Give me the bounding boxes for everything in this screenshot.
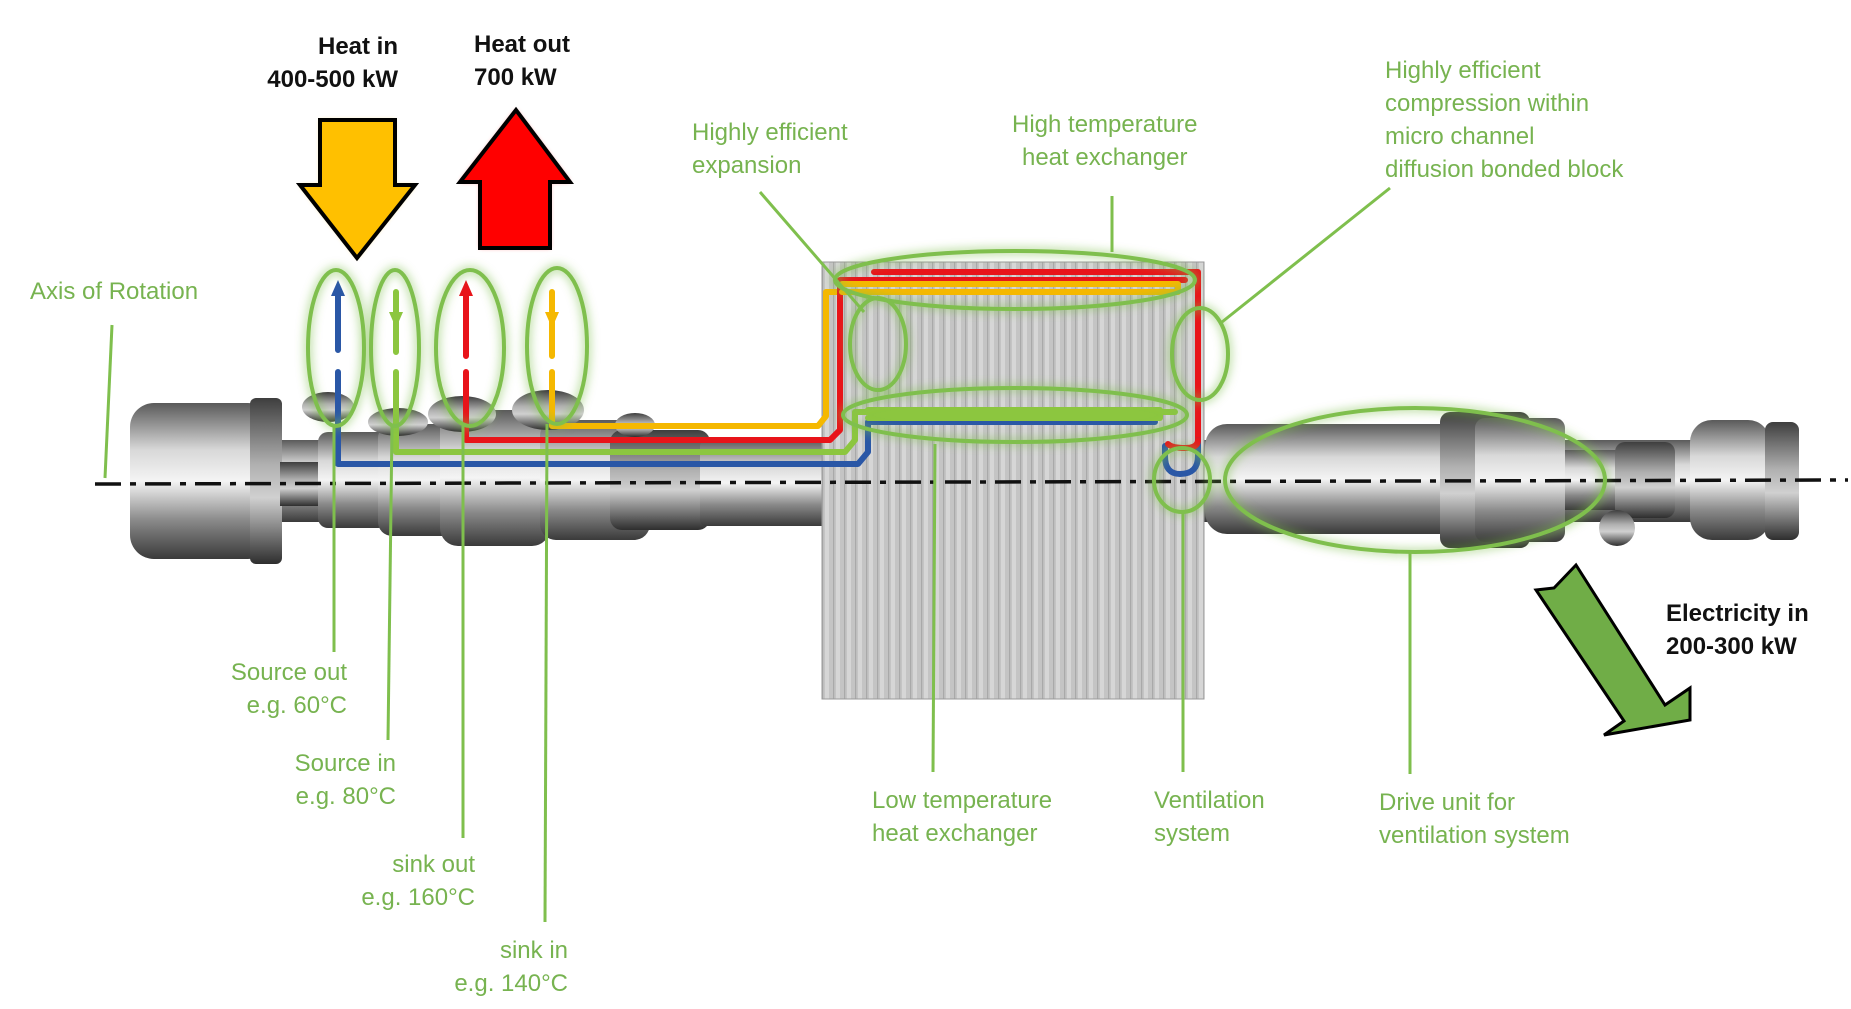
heat-in-value: 400-500 kW	[267, 66, 398, 93]
compression-line-2: compression within	[1385, 90, 1590, 117]
high-temperature-hx-line-2: heat exchanger	[1021, 144, 1188, 171]
low-temperature-hx-line-2: heat exchanger	[872, 820, 1038, 847]
electricity-in-arrow-shape	[1533, 562, 1692, 737]
sink-out-line-2: e.g. 160°C	[361, 884, 475, 911]
compression-line-1: Highly efficient	[1385, 57, 1541, 84]
housing-3	[440, 410, 550, 546]
source-out-line-2: e.g. 60°C	[246, 692, 347, 719]
drive-unit-label: Drive unit for ventilation system	[1379, 786, 1570, 852]
sink-in-line-1: sink in	[499, 937, 568, 964]
pipe-sink-red	[463, 277, 1188, 443]
electricity-in-label: Electricity in 200-300 kW	[1666, 597, 1809, 663]
source-in-line-1: Source in	[294, 750, 396, 777]
expansion-line-2: expansion	[692, 152, 802, 179]
leader-expansion	[758, 191, 866, 313]
electricity-in-title: Electricity in	[1666, 600, 1809, 627]
leader-axis	[103, 324, 114, 479]
hx-internal-loops	[839, 269, 1201, 477]
heat-in-label: Heat in 400-500 kW	[267, 30, 398, 96]
halo-source-out	[306, 268, 366, 428]
arrowhead-sink-out	[459, 280, 473, 296]
sink-in-label: sink in e.g. 140°C	[454, 934, 568, 1000]
heat-in-arrow-shape	[295, 118, 420, 262]
source-out-line-1: Source out	[230, 659, 347, 686]
leader-low-temperature-hx	[931, 443, 937, 773]
compression-label: Highly efficient compression within micr…	[1385, 54, 1623, 186]
axis-of-rotation-text: Axis of Rotation	[30, 278, 199, 305]
ventilation-system-line-2: system	[1154, 820, 1231, 847]
heat-in-title: Heat in	[317, 33, 398, 60]
halo-expansion	[848, 296, 908, 392]
pipe-hx-red-top	[871, 269, 1201, 443]
drive-unit-body	[1205, 424, 1475, 534]
halo-drive-unit	[1223, 406, 1607, 554]
ventilation-system-line-1: Ventilation	[1154, 787, 1265, 814]
compression-line-3: micro channel	[1385, 123, 1535, 150]
heat-out-arrow-shape	[455, 106, 574, 250]
port-cap-1	[302, 392, 354, 422]
pipe-hx-green-loop	[865, 407, 1163, 421]
sink-out-line-1: sink out	[392, 851, 475, 878]
heat-in-arrow	[295, 118, 420, 262]
sink-in-line-2: e.g. 140°C	[454, 970, 568, 997]
ventilation-system-label: Ventilation system	[1154, 784, 1265, 850]
drive-unit-line-1: Drive unit for	[1379, 789, 1516, 816]
housing-5	[610, 430, 710, 530]
source-in-line-2: e.g. 80°C	[295, 783, 396, 810]
leader-compression	[1221, 186, 1391, 324]
compression-line-4: diffusion bonded block	[1385, 156, 1624, 183]
electricity-in-arrow	[1533, 562, 1692, 737]
expansion-label: Highly efficient expansion	[692, 116, 848, 182]
halo-source-in	[369, 268, 421, 428]
leader-source-in	[386, 425, 394, 741]
expansion-line-1: Highly efficient	[692, 119, 848, 146]
port-arrows	[331, 280, 559, 328]
halo-compression	[1170, 306, 1230, 402]
source-out-label: Source out e.g. 60°C	[231, 656, 347, 722]
source-in-label: Source in e.g. 80°C	[295, 747, 396, 813]
left-end-flange	[130, 403, 272, 559]
left-end-flange-rim	[250, 398, 282, 564]
halo-sink-out	[434, 268, 506, 428]
electricity-in-value: 200-300 kW	[1666, 633, 1797, 660]
axis-of-rotation-line	[94, 478, 1849, 486]
high-temperature-hx-line-1: High temperature	[1012, 111, 1198, 138]
halo-sink-in	[525, 266, 589, 426]
heat-out-value: 700 kW	[474, 64, 557, 91]
heat-out-label: Heat out 700 kW	[474, 28, 570, 94]
arrowhead-source-out	[331, 280, 345, 296]
pipe-source-blue	[335, 289, 1158, 467]
axis-of-rotation-label: Axis of Rotation	[30, 275, 198, 308]
low-temperature-hx-line-1: Low temperature	[872, 787, 1053, 814]
halo-low-temperature-hx	[841, 386, 1189, 444]
high-temperature-hx-label: High temperature heat exchanger	[1012, 108, 1197, 174]
heat-out-arrow	[455, 106, 574, 250]
drive-unit-line-2: ventilation system	[1379, 822, 1570, 849]
sink-out-label: sink out e.g. 160°C	[361, 848, 475, 914]
heat-out-title: Heat out	[474, 31, 570, 58]
pipe-ventilation-loop	[1162, 437, 1201, 477]
arrowhead-sink-in	[545, 312, 559, 328]
arrowhead-source-in	[389, 312, 403, 328]
leader-lines	[103, 186, 1412, 923]
low-temperature-hx-label: Low temperature heat exchanger	[872, 784, 1052, 850]
leader-sink-in	[543, 423, 549, 923]
drive-unit-valve	[1599, 510, 1635, 546]
pipe-hx-yellow-loop	[839, 281, 1181, 295]
housing-1	[318, 432, 388, 528]
